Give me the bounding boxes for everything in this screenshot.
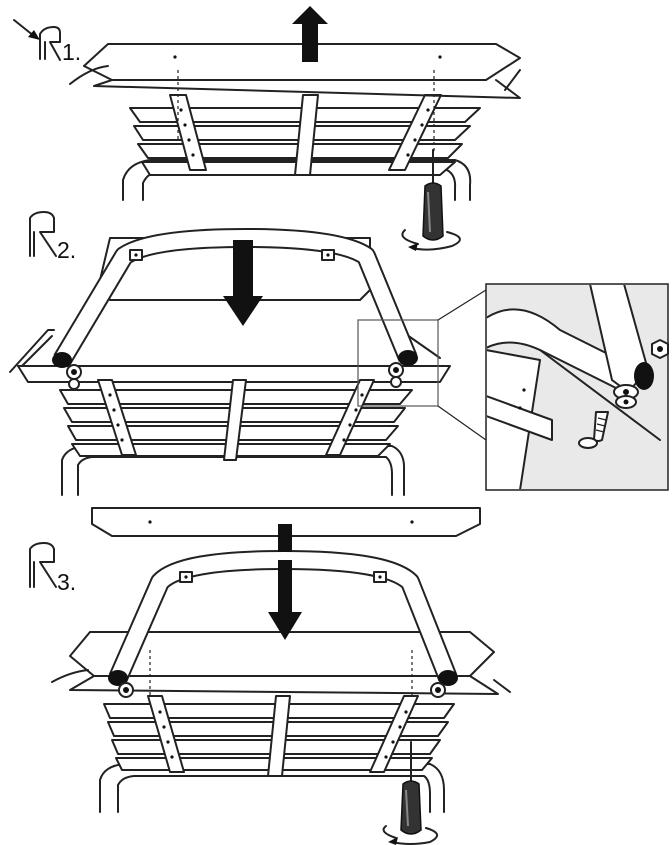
nut-icon [651, 339, 669, 359]
support-brace [97, 379, 137, 456]
brace-holes [108, 393, 364, 442]
brace-holes [158, 710, 408, 759]
down-arrow-icon [268, 524, 302, 640]
step-number-3: 3. [57, 569, 76, 595]
support-brace [369, 695, 419, 773]
bolt-icon [578, 411, 609, 449]
up-arrow-icon [292, 6, 328, 62]
detail-inset [485, 283, 669, 491]
down-arrow-icon [223, 240, 263, 326]
pointer-arrow-icon [13, 19, 40, 40]
rotation-icon [401, 229, 461, 251]
detail-highlight-box [357, 319, 439, 407]
screwdriver-icon [422, 149, 444, 241]
step-number-2: 2. [57, 237, 76, 263]
rotation-icon [382, 825, 438, 845]
support-brace [147, 695, 185, 773]
support-brace [294, 94, 319, 176]
armrest-frame [52, 228, 418, 390]
step-3: 3. [29, 507, 511, 845]
support-brace [169, 94, 207, 171]
chair-icon [29, 542, 57, 588]
step-1: 1. [13, 6, 521, 251]
chair-icon [29, 211, 57, 257]
support-brace [267, 695, 291, 777]
backrest-board [91, 507, 481, 537]
brace-holes [179, 108, 430, 157]
step-2: 2. [9, 211, 669, 496]
step-number-1: 1. [62, 39, 81, 65]
screwdriver-icon [400, 741, 422, 835]
seat-board [17, 365, 451, 383]
chair-icon [39, 26, 61, 61]
support-brace [325, 379, 375, 456]
support-brace [223, 379, 247, 461]
